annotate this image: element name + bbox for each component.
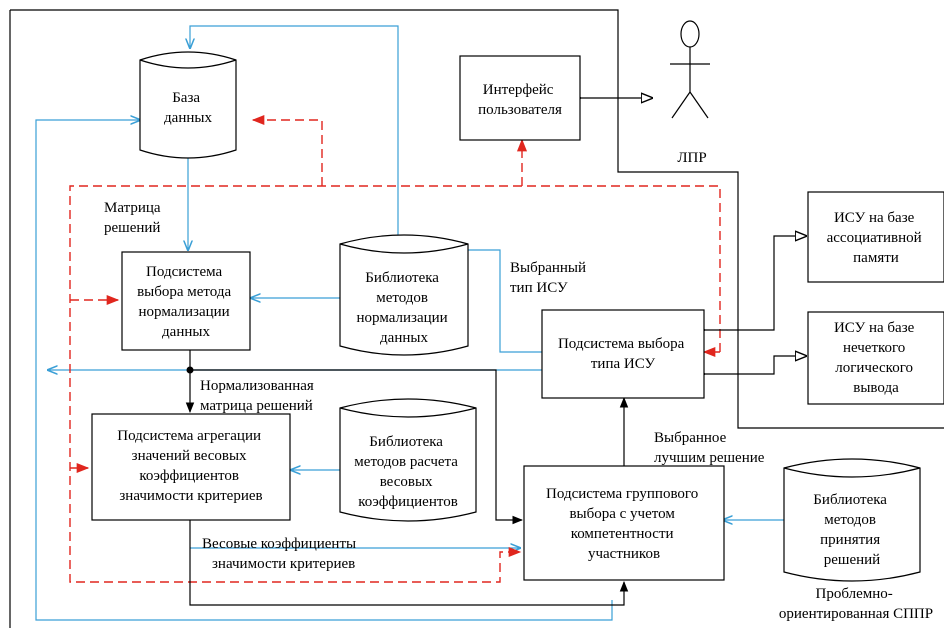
flow-isu-to-fuzzy [704,356,806,374]
control-loop-frame [69,185,721,583]
database-cylinder [139,51,237,159]
database-label: База данных [164,90,212,126]
flow-weights-to-group [189,520,629,606]
decision-library-cylinder [783,458,921,582]
weights-library-label: Библиотека методов расчета весовых коэфф… [354,434,461,510]
isu-subsystem-label: Подсистема выбора типа ИСУ [558,336,688,372]
normalized-matrix-label: Нормализованная матрица решений [200,378,318,414]
weights-library-cylinder [339,398,477,522]
dss-boundary [10,9,944,429]
isu-subsystem-box [541,309,705,399]
norm-subsystem-box [121,251,251,351]
group-subsystem-box [523,465,725,581]
dm-label: ЛПР [677,150,706,166]
isu-assoc-label: ИСУ на базе ассоциативной памяти [827,210,926,266]
weights-label: Весовые коэффициенты значимости критерие… [202,536,360,572]
isu-fuzzy-label: ИСУ на базе нечеткого логического вывода [834,320,918,396]
group-subsystem-label: Подсистема группового выбора с учетом ко… [546,486,702,562]
user-interface-box [459,55,581,141]
decision-library-label: Библиотека методов принятия решений [813,492,890,568]
flow-left-loop-to-db [35,120,613,621]
selected-type-label: Выбранный тип ИСУ [510,260,590,296]
flow-normmatrix-to-group [190,369,524,525]
dss-label: Проблемно- ориентированная СППР [779,586,933,622]
dm-actor-icon [670,20,710,119]
isu-assoc-box [807,191,944,283]
user-interface-label: Интерфейс пользователя [478,82,562,118]
norm-library-label: Библиотека методов нормализации данных [357,270,452,346]
agg-subsystem-box [91,413,291,521]
decision-matrix-label: Матрица решений [104,200,164,236]
best-decision-label: Выбранное лучшим решение [654,430,765,466]
isu-fuzzy-box [807,311,944,405]
norm-library-cylinder [339,234,469,356]
flow-isu-to-assoc [704,236,806,330]
control-to-db [251,114,323,186]
agg-subsystem-label: Подсистема агрегации значений весовых ко… [117,428,265,504]
norm-subsystem-label: Подсистема выбора метода нормализации да… [137,264,235,340]
